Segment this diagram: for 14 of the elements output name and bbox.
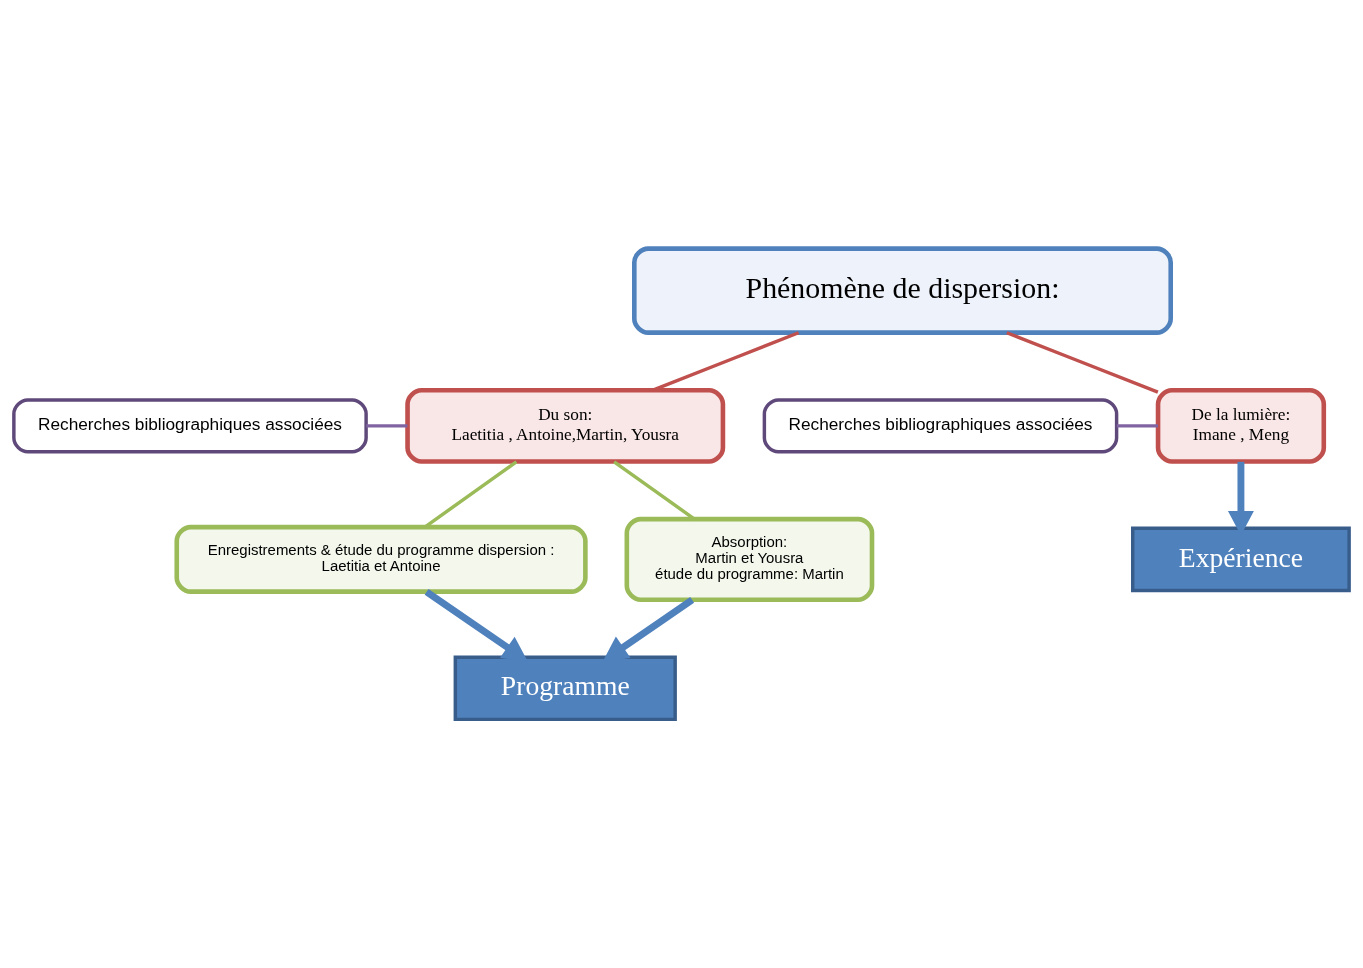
node-box: Enregistrements & étude du programme dispersion : Laetitia et Antoine [174, 524, 588, 594]
node-box: Programme [453, 655, 677, 722]
node-box: Recherches bibliographiques associées [12, 398, 368, 454]
arrow [424, 589, 528, 662]
node-box: De la lumière: Imane , Meng [1155, 387, 1327, 464]
node-box: Du son: Laetitia , Antoine,Martin, Yousra [405, 387, 726, 464]
node-box: Recherches bibliographiques associées [762, 398, 1119, 454]
node-box: Phénomène de dispersion: [632, 246, 1173, 335]
connector [1116, 424, 1158, 428]
connector [1006, 331, 1159, 394]
node-box: Expérience [1131, 526, 1351, 593]
connector [366, 424, 408, 428]
arrow [602, 597, 695, 662]
node-box: Absorption: Martin et Yousra étude du programme: Martin [624, 516, 875, 602]
